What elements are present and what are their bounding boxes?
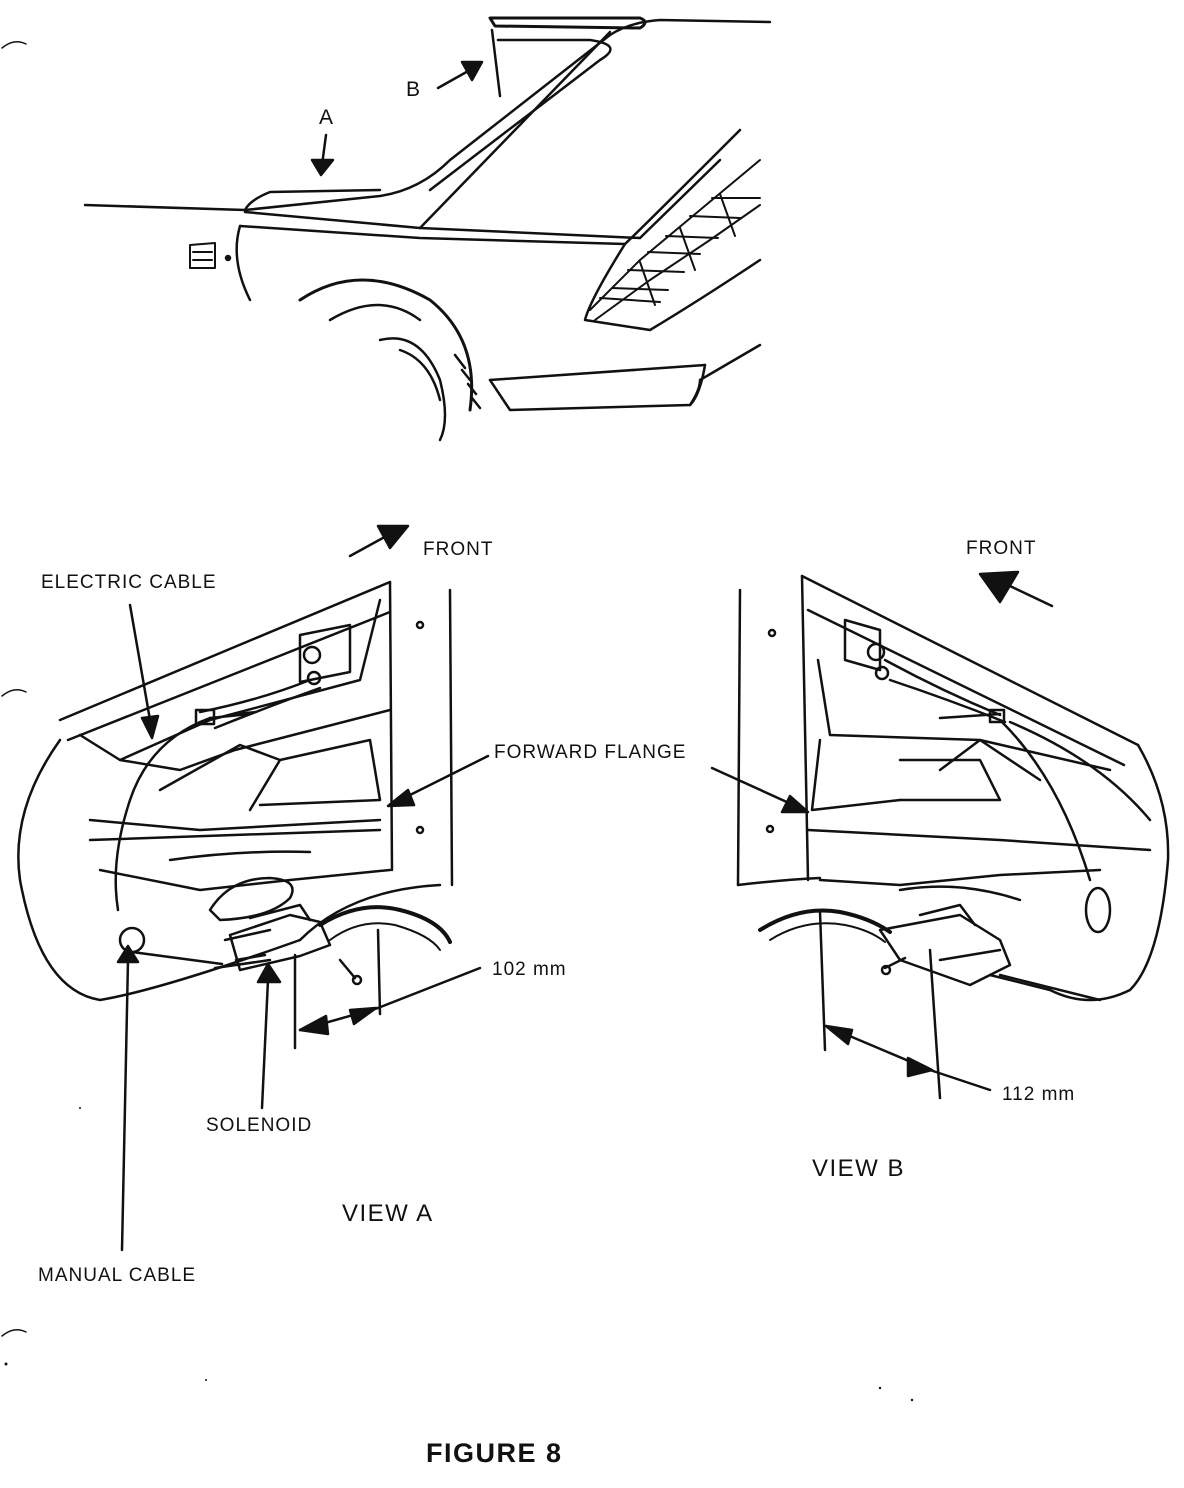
figure-caption: FIGURE 8 (426, 1438, 563, 1468)
view-a-front-label: FRONT (423, 539, 494, 560)
view-b-front-arrow (1008, 584, 1054, 608)
view-b-title: VIEW B (812, 1155, 906, 1182)
view-a-manual-cable-label: MANUAL CABLE (38, 1265, 197, 1286)
view-b-front-label: FRONT (966, 538, 1037, 559)
arrow-b (436, 68, 472, 90)
view-a-forward-flange-leader (398, 754, 490, 802)
view-a-electric-cable-leader (128, 603, 152, 722)
view-b-dimension-label: 112 mm (1002, 1084, 1076, 1105)
print-specks (4, 1107, 914, 1402)
view-a-illustration (17, 524, 490, 1252)
view-b-illustration (710, 570, 1170, 1100)
callout-b-label: B (406, 78, 422, 101)
view-a-forward-flange-label: FORWARD FLANGE (494, 742, 687, 763)
view-a-solenoid-label: SOLENOID (206, 1115, 313, 1136)
view-a-manual-cable-leader (120, 958, 130, 1252)
side-marker-lamp (189, 242, 216, 269)
callout-a-label: A (319, 106, 335, 129)
view-b-forward-flange-leader (710, 766, 802, 810)
binder-hole-marks (1, 41, 27, 1337)
view-a-title: VIEW A (342, 1200, 434, 1227)
view-a-solenoid-leader (260, 978, 270, 1110)
view-a-electric-cable-label: ELECTRIC CABLE (41, 572, 217, 593)
tail-lamp-grid (589, 159, 761, 321)
view-a-dimension-label: 102 mm (492, 959, 567, 980)
car-rear-quarter-illustration (83, 16, 772, 442)
